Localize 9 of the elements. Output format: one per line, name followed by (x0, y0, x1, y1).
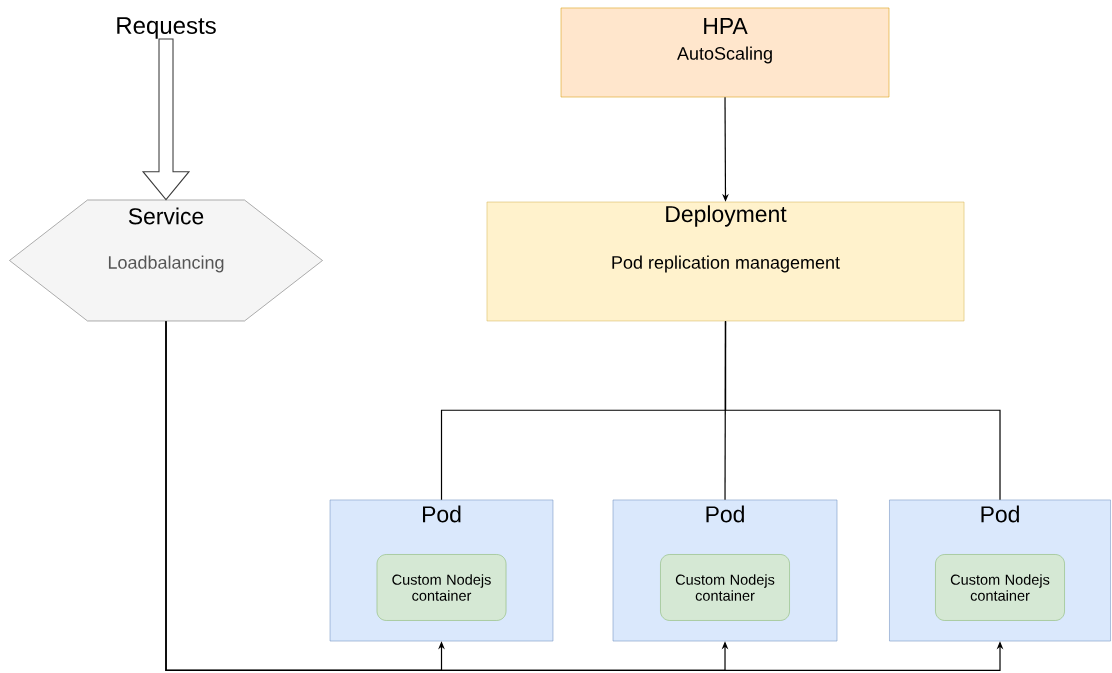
process-box: Deployment Pod replication management (486, 201, 965, 322)
container-box: Custom Nodejs container (935, 554, 1065, 621)
service-hexagon: Service Loadbalancing (9, 199, 323, 322)
start-label: Requests (117, 17, 216, 39)
container-box: Custom Nodejs container (660, 554, 790, 621)
process-box: HPA AutoScaling (560, 7, 890, 98)
container-box: Custom Nodejs container (376, 554, 507, 621)
connector-line (724, 320, 1001, 501)
block-arrow (141, 38, 191, 201)
